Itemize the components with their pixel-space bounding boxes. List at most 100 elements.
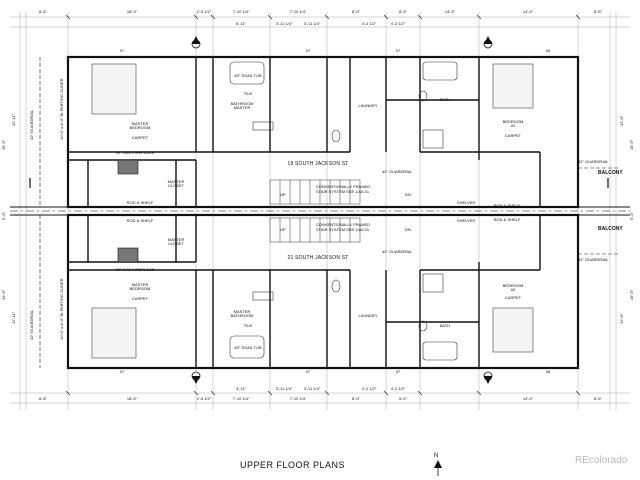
section-markers bbox=[191, 36, 493, 384]
carpet-label-lower-2: CARPET bbox=[504, 295, 522, 300]
marker-1: 07 bbox=[119, 48, 125, 53]
dim-top-9: 14'-0" bbox=[522, 9, 534, 14]
room-bath-upper: BATH bbox=[439, 97, 451, 102]
interior-walls-upper bbox=[68, 57, 541, 207]
marker-5: 07 bbox=[119, 369, 125, 374]
north-label: N bbox=[434, 453, 439, 459]
soak-tub-label-lower: 60" SOAK TUB bbox=[234, 345, 262, 350]
room-bedroom2-upper: BEDROOM #2 bbox=[502, 119, 524, 128]
stair-treads bbox=[269, 179, 361, 243]
carpet-label-lower: CARPET bbox=[131, 296, 149, 301]
slider-label-upper: 10'-0" x 8'-0" BI-PARTING SLIDER bbox=[59, 78, 64, 140]
marker-8: 08 bbox=[545, 369, 551, 374]
watermark-logo: REcolorado bbox=[575, 455, 628, 466]
dim-bottom-1: 6'-6" bbox=[39, 396, 47, 401]
dim-right-4: 19'-6" bbox=[629, 289, 634, 300]
dim-bottom-inner-5: 4'-2 1/2" bbox=[390, 386, 406, 391]
rod-shelf-label-upper: ROD & SHELF bbox=[126, 200, 154, 205]
bath-fixtures bbox=[229, 61, 458, 361]
dim-top-6: 8'-0" bbox=[352, 9, 360, 14]
interior-walls-lower bbox=[68, 215, 541, 368]
dim-bottom-4: 7'-10 1/4" bbox=[232, 396, 250, 401]
dim-top-2: 18'-0" bbox=[126, 9, 138, 14]
fireplace-label-lower: 30" GAS FIREPLACE bbox=[115, 267, 155, 272]
tile-label-upper: TILE bbox=[243, 91, 253, 96]
plan-title: UPPER FLOOR PLANS bbox=[240, 460, 346, 470]
dim-bottom-inner-1: 3'-11" bbox=[236, 386, 246, 391]
dim-top-1: 6'-6" bbox=[39, 9, 47, 14]
room-master-closet-upper: MASTER CLOSET bbox=[167, 179, 185, 188]
room-laundry-upper: LAUNDRY bbox=[358, 103, 378, 108]
room-master-closet-lower: MASTER CLOSET bbox=[167, 237, 185, 246]
room-laundry-lower: LAUNDRY bbox=[358, 313, 378, 318]
guardrail-label-lower-2: 42" GUARDRAIL bbox=[578, 257, 609, 262]
dim-top-inner-4: 4'-2 1/2" bbox=[361, 21, 377, 26]
tile-label-lower: TILE bbox=[243, 323, 253, 328]
balcony-label-upper: BALCONY bbox=[598, 170, 623, 176]
marker-2: 07 bbox=[305, 48, 311, 53]
shelves-label-lower: SHELVES bbox=[456, 218, 476, 223]
marker-7: 07 bbox=[395, 369, 401, 374]
fireplace-symbols bbox=[117, 159, 139, 263]
dim-left-2: 19'-6" bbox=[1, 139, 6, 150]
dim-left-3: 5'-0" bbox=[1, 212, 6, 220]
party-wall-band bbox=[10, 206, 630, 216]
rod-shelf-label-lower: ROD & SHELF bbox=[126, 218, 154, 223]
dim-bottom-2: 18'-0" bbox=[126, 396, 138, 401]
dim-bottom-8: 14'-0" bbox=[522, 396, 534, 401]
marker-6: 07 bbox=[305, 369, 311, 374]
north-arrow-icon bbox=[434, 460, 442, 476]
dim-bottom-3: 2'-5 1/2" bbox=[196, 396, 212, 401]
stair-dn-upper: DN bbox=[405, 192, 411, 197]
room-bath-lower: BATH bbox=[439, 323, 451, 328]
stair-dn-lower: DN bbox=[405, 227, 411, 232]
dim-top-inner-2: 3'-11 1/4" bbox=[275, 21, 293, 26]
dim-right-1: 12'-0" bbox=[619, 115, 624, 126]
dim-bottom-5: 7'-10 1/4" bbox=[289, 396, 307, 401]
dim-right-3: 5'-0" bbox=[629, 212, 634, 220]
guardrail-label-upper-2: 42" GUARDRAIL bbox=[578, 159, 609, 164]
dim-left-5: 12'-11" bbox=[11, 311, 16, 324]
dim-left-1: 12'-11" bbox=[11, 113, 16, 126]
guardrail-label-left-lower: 42" GUARDRAIL bbox=[29, 309, 34, 340]
soak-tub-label-upper: 60" SOAK TUB bbox=[234, 73, 262, 78]
dim-top-inner-3: 3'-11 1/4" bbox=[303, 21, 321, 26]
room-master-bath-upper: BATHROOM MASTER bbox=[230, 101, 254, 110]
shelves-label-upper: SHELVES bbox=[456, 200, 476, 205]
dimension-ticks bbox=[65, 14, 581, 396]
dim-top-8: 14'-0" bbox=[444, 9, 456, 14]
stair-up-lower: UP bbox=[280, 227, 286, 232]
dim-top-inner-1: 5'-11" bbox=[236, 21, 246, 26]
fireplace-label-upper: 30" GAS FIREPLACE bbox=[115, 150, 155, 155]
stair-note-lower: CONVENTIONALLY FRAMED STAIR SYSTEM SEE 1… bbox=[316, 222, 371, 232]
carpet-label-upper-2: CARPET bbox=[504, 133, 522, 138]
stair-up-upper: UP bbox=[280, 192, 286, 197]
slider-label-lower: 10'-0" x 8'-0" BI-PARTING SLIDER bbox=[59, 278, 64, 340]
rod-shelf-label-lower-2: ROD & SHELF bbox=[493, 217, 521, 222]
dim-bottom-inner-2: 3'-11 1/4" bbox=[275, 386, 293, 391]
stair-note-upper: CONVENTIONALLY FRAMED STAIR SYSTEM SEE 1… bbox=[316, 184, 371, 194]
street-label-lower: 21 SOUTH JACKSON ST bbox=[287, 255, 349, 261]
section-cut-markers bbox=[29, 178, 609, 188]
guardrail-label-lower: 42" GUARDRAIL bbox=[382, 249, 413, 254]
marker-3: 07 bbox=[395, 48, 401, 53]
dim-top-3: 2'-5 1/2" bbox=[196, 9, 212, 14]
marker-4: 08 bbox=[545, 48, 551, 53]
dim-top-7: 6'-0" bbox=[399, 9, 407, 14]
room-master-bedroom-upper: MASTER BEDROOM bbox=[129, 121, 151, 130]
street-label-upper: 19 SOUTH JACKSON ST bbox=[287, 161, 349, 167]
dim-bottom-9: 6'-6" bbox=[594, 396, 602, 401]
dim-top-10: 6'-6" bbox=[594, 9, 602, 14]
room-master-bedroom-lower: MASTER BEDROOM bbox=[129, 282, 151, 291]
dim-right-2: 19'-6" bbox=[629, 139, 634, 150]
guardrail-label-left-upper: 42" GUARDRAIL bbox=[29, 109, 34, 140]
bed-symbols bbox=[91, 63, 534, 359]
room-bedroom2-lower: BEDROOM #2 bbox=[502, 283, 524, 292]
dim-bottom-7: 5'-0" bbox=[399, 396, 407, 401]
dim-left-4: 19'-6" bbox=[1, 289, 6, 300]
dim-top-4: 7'-10 1/4" bbox=[232, 9, 250, 14]
dim-top-inner-5: 4'-2 1/2" bbox=[390, 21, 406, 26]
dim-bottom-inner-4: 4'-2 1/2" bbox=[361, 386, 377, 391]
